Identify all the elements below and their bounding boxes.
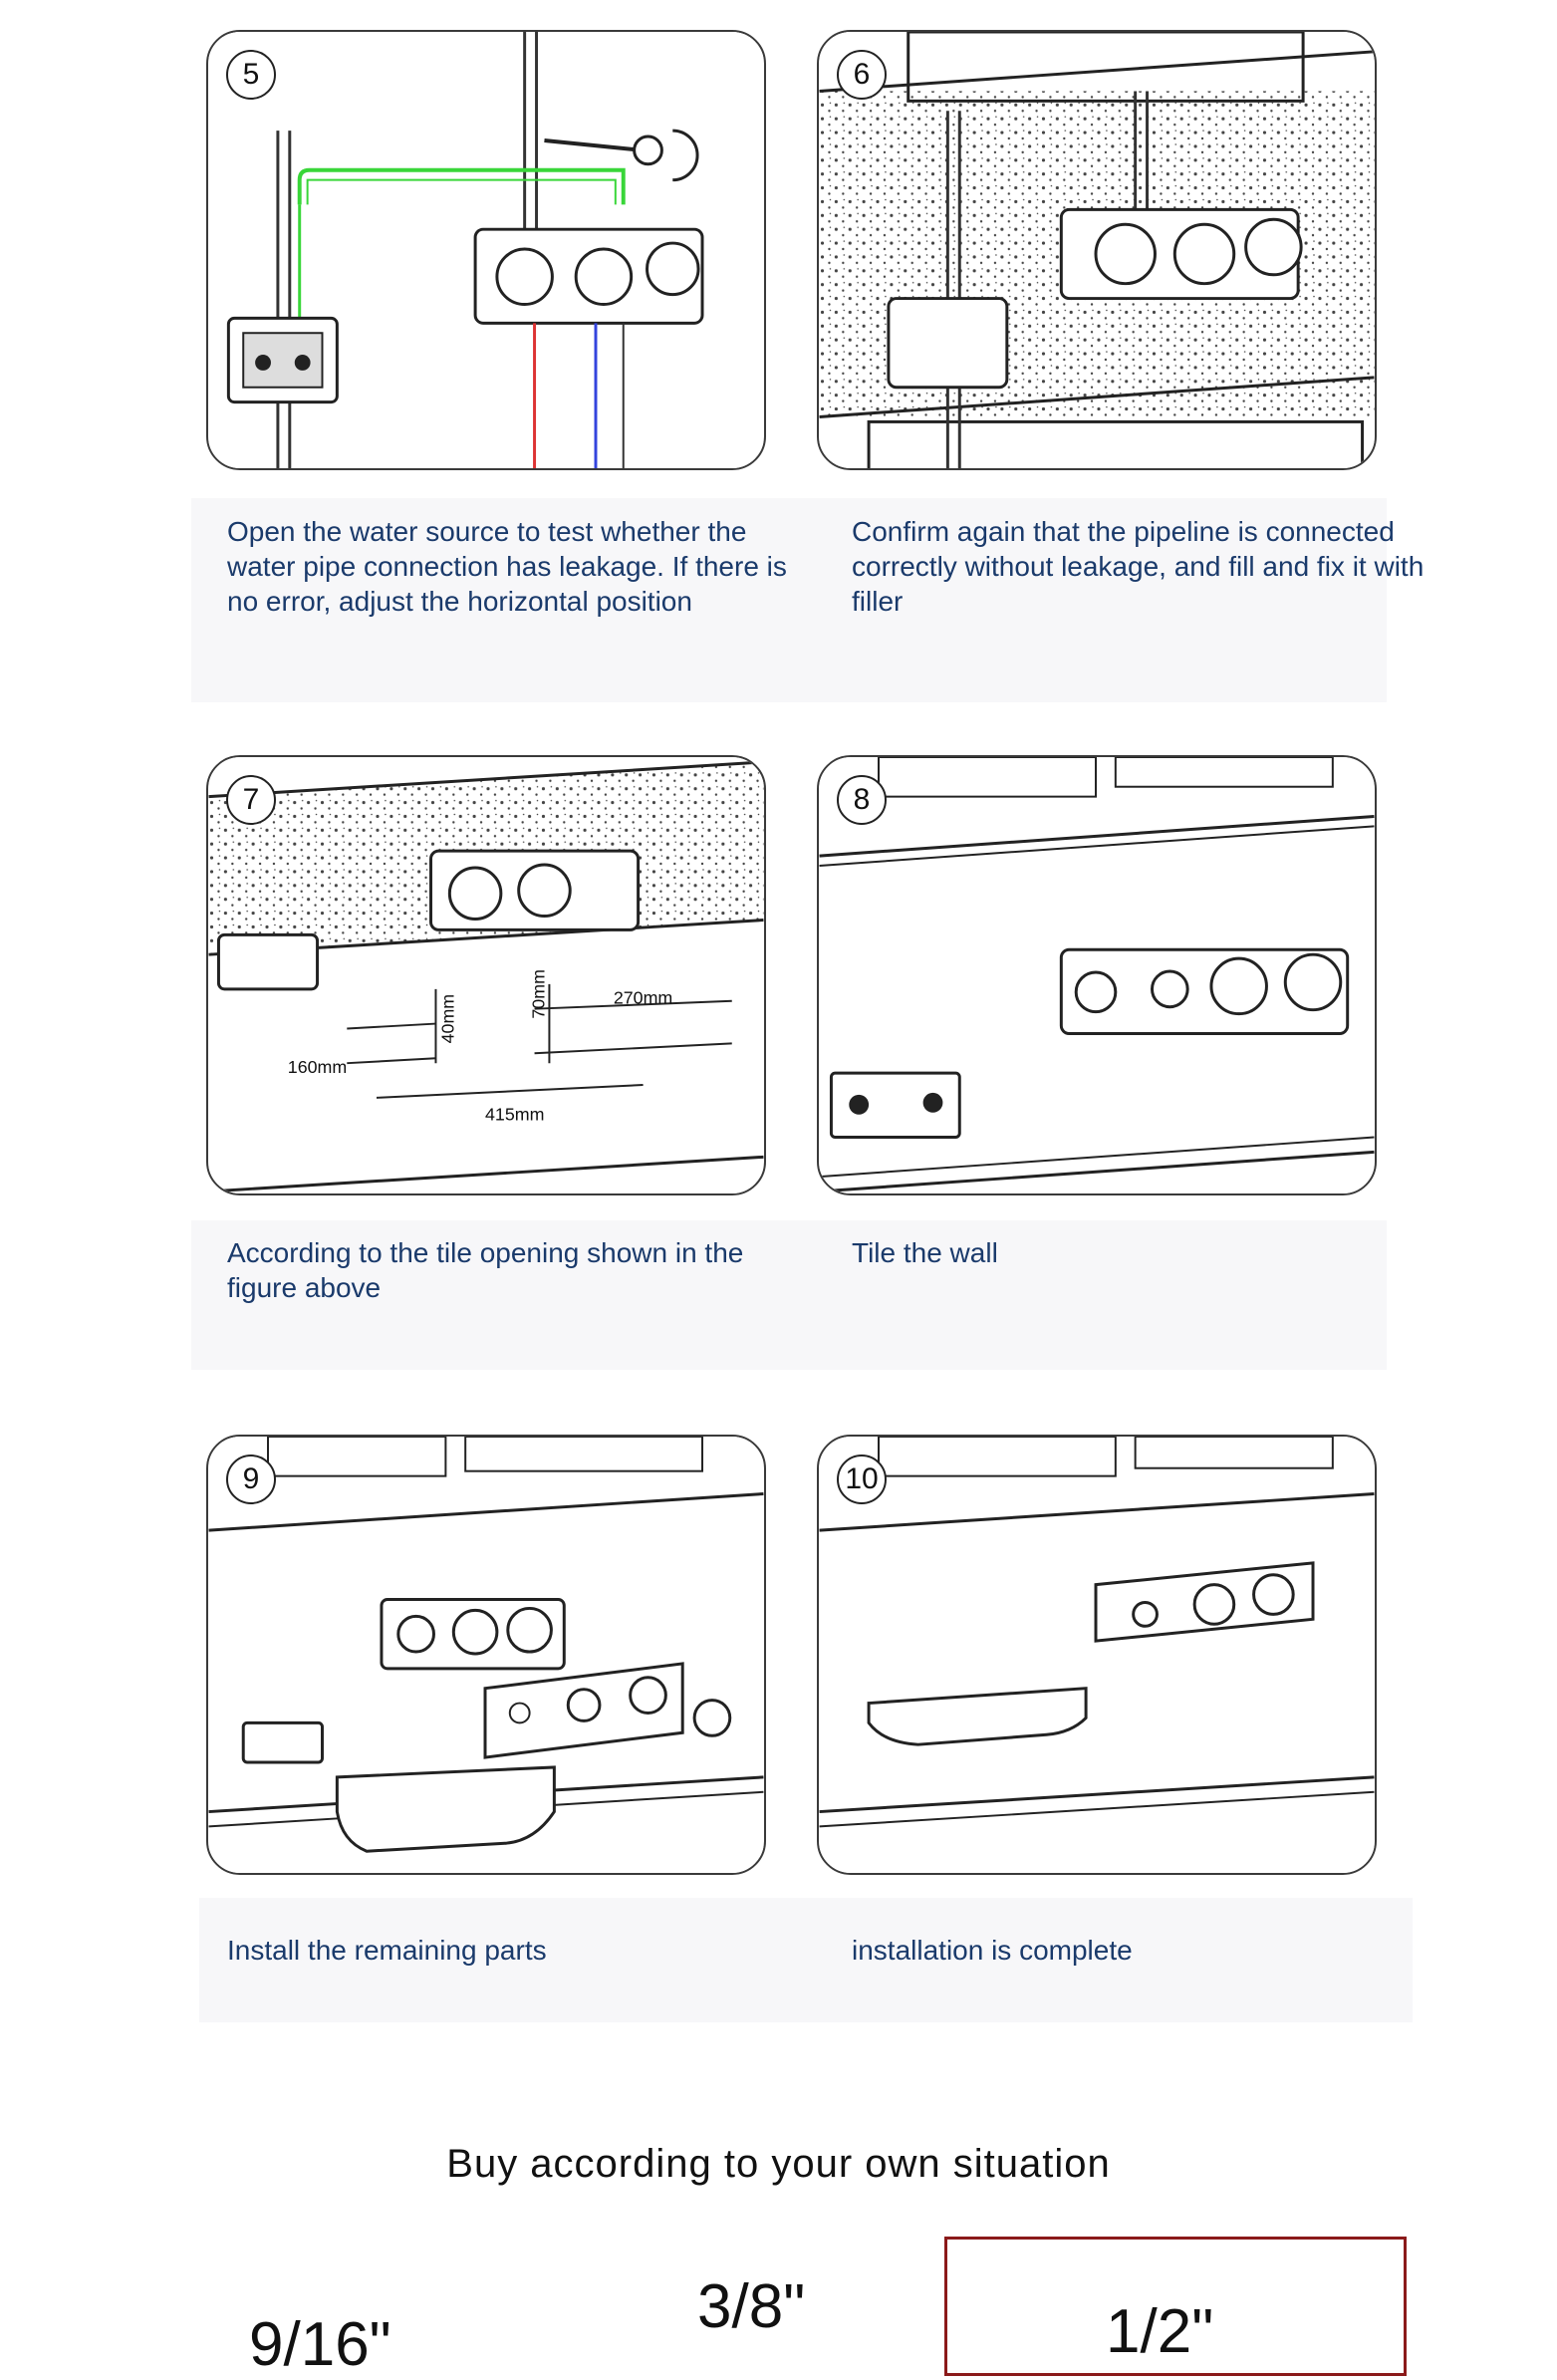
step-7-caption: According to the tile opening shown in t… [227,1237,744,1303]
step-9-illustration: 9 [206,1435,766,1875]
step-9-caption: Install the remaining parts [227,1935,547,1966]
step-number-badge: 9 [226,1454,276,1504]
size-option-9-16: 9/16" [249,2310,391,2379]
pipe-test-drawing [208,32,764,468]
tiled-wall-drawing [819,757,1375,1193]
step-number-badge: 10 [837,1454,887,1504]
caption-panel [191,498,1387,702]
step-10-caption: installation is complete [852,1935,1133,1966]
step-5-caption: Open the water source to test whether th… [227,516,787,617]
step-number-badge: 8 [837,775,887,825]
filler-drawing [819,32,1375,468]
step-5-illustration: 5 [206,30,766,470]
step-number-badge: 7 [226,775,276,825]
size-option-3-8: 3/8" [697,2272,806,2341]
step-10-illustration: 10 [817,1435,1377,1875]
install-parts-drawing [208,1437,764,1873]
step-6-caption: Confirm again that the pipeline is conne… [852,516,1425,617]
dimension-label: 270mm [614,988,672,1008]
tile-opening-drawing: 160mm 40mm 70mm 270mm 415mm [208,757,764,1193]
step-number-badge: 5 [226,50,276,100]
dimension-label: 70mm [528,969,548,1019]
step-number-badge: 6 [837,50,887,100]
dimension-label: 415mm [485,1105,544,1125]
step-8-illustration: 8 [817,755,1377,1195]
step-7-illustration: 160mm 40mm 70mm 270mm 415mm 7 [206,755,766,1195]
step-8-caption: Tile the wall [852,1237,998,1268]
size-option-1-2: 1/2" [1106,2297,1214,2366]
caption-panel [191,1220,1387,1370]
purchase-heading: Buy according to your own situation [446,2142,1111,2186]
caption-panel [199,1898,1413,2022]
step-6-illustration: 6 [817,30,1377,470]
dimension-label: 40mm [437,994,457,1044]
complete-install-drawing [819,1437,1375,1873]
dimension-label: 160mm [288,1057,347,1077]
